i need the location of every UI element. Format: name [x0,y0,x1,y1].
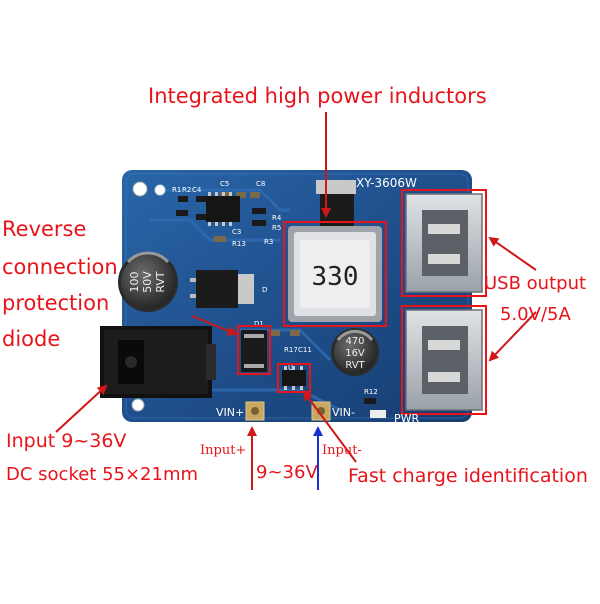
label-voltage: 9~36V [256,462,318,483]
power-inductor: 330 [288,226,382,322]
fast-charge-ic [277,363,311,393]
inductor-highlight [283,221,387,327]
ref-label: R1 [172,186,181,194]
ref-label: C5 [220,180,229,188]
label-fast-charge: Fast charge identification [348,465,588,487]
cap-text: 100 [128,272,141,293]
capacitor-small: 470 16V RVT [331,328,379,376]
ref-label: R5 [272,224,281,232]
ref-label: R17 [284,346,298,354]
board-model: XY-3606W [356,176,417,190]
vin-minus-label: VIN- [332,406,355,419]
label-reverse-3: protection [2,291,110,315]
dc-barrel-jack [100,326,216,398]
ref-label: D [262,286,267,294]
ref-label: C8 [256,180,265,188]
cap-text: RVT [345,360,365,371]
mosfet-top [316,180,356,232]
label-input-minus: Input- [322,443,362,458]
cap-text: 16V [345,348,365,359]
vin-pads [245,401,386,421]
vin-plus-label: VIN+ [216,406,244,419]
ref-label: C4 [192,186,202,194]
capacitor-large: 100 50V RVT [118,251,178,312]
label-input-1: Input 9~36V [6,430,127,452]
label-reverse-4: diode [2,327,61,351]
ref-label: R2 [182,186,191,194]
label-reverse-1: Reverse [2,217,87,241]
protection-diode [237,325,271,375]
ref-label: R12 [364,388,378,396]
label-usb-2: 5.0V/5A [500,304,571,325]
ref-label: R4 [272,214,282,222]
ref-label: D1 [254,320,264,328]
smd-components [176,192,376,404]
callout-arrows [55,112,537,463]
pwr-label: PWR [394,412,420,425]
label-input-plus: Input+ [200,443,247,458]
ref-label: R3 [264,238,273,246]
usb-port-top [401,189,487,297]
mosfet-left [190,270,254,308]
cap-text: 50V [141,271,154,293]
label-inductors: Integrated high power inductors [148,84,487,108]
inductor-value: 330 [312,262,359,292]
cap-text: 470 [345,336,364,347]
label-input-2: DC socket 55×21mm [6,464,199,485]
label-usb-1: USB output [484,273,587,294]
ref-label: C11 [298,346,312,354]
mounting-hole [132,181,148,197]
ref-label: C3 [232,228,241,236]
label-reverse-2: connection [2,255,118,279]
ref-label: U [288,364,293,372]
ref-label: R13 [232,240,246,248]
usb-port-bottom [401,305,487,415]
cap-text: RVT [154,271,167,293]
